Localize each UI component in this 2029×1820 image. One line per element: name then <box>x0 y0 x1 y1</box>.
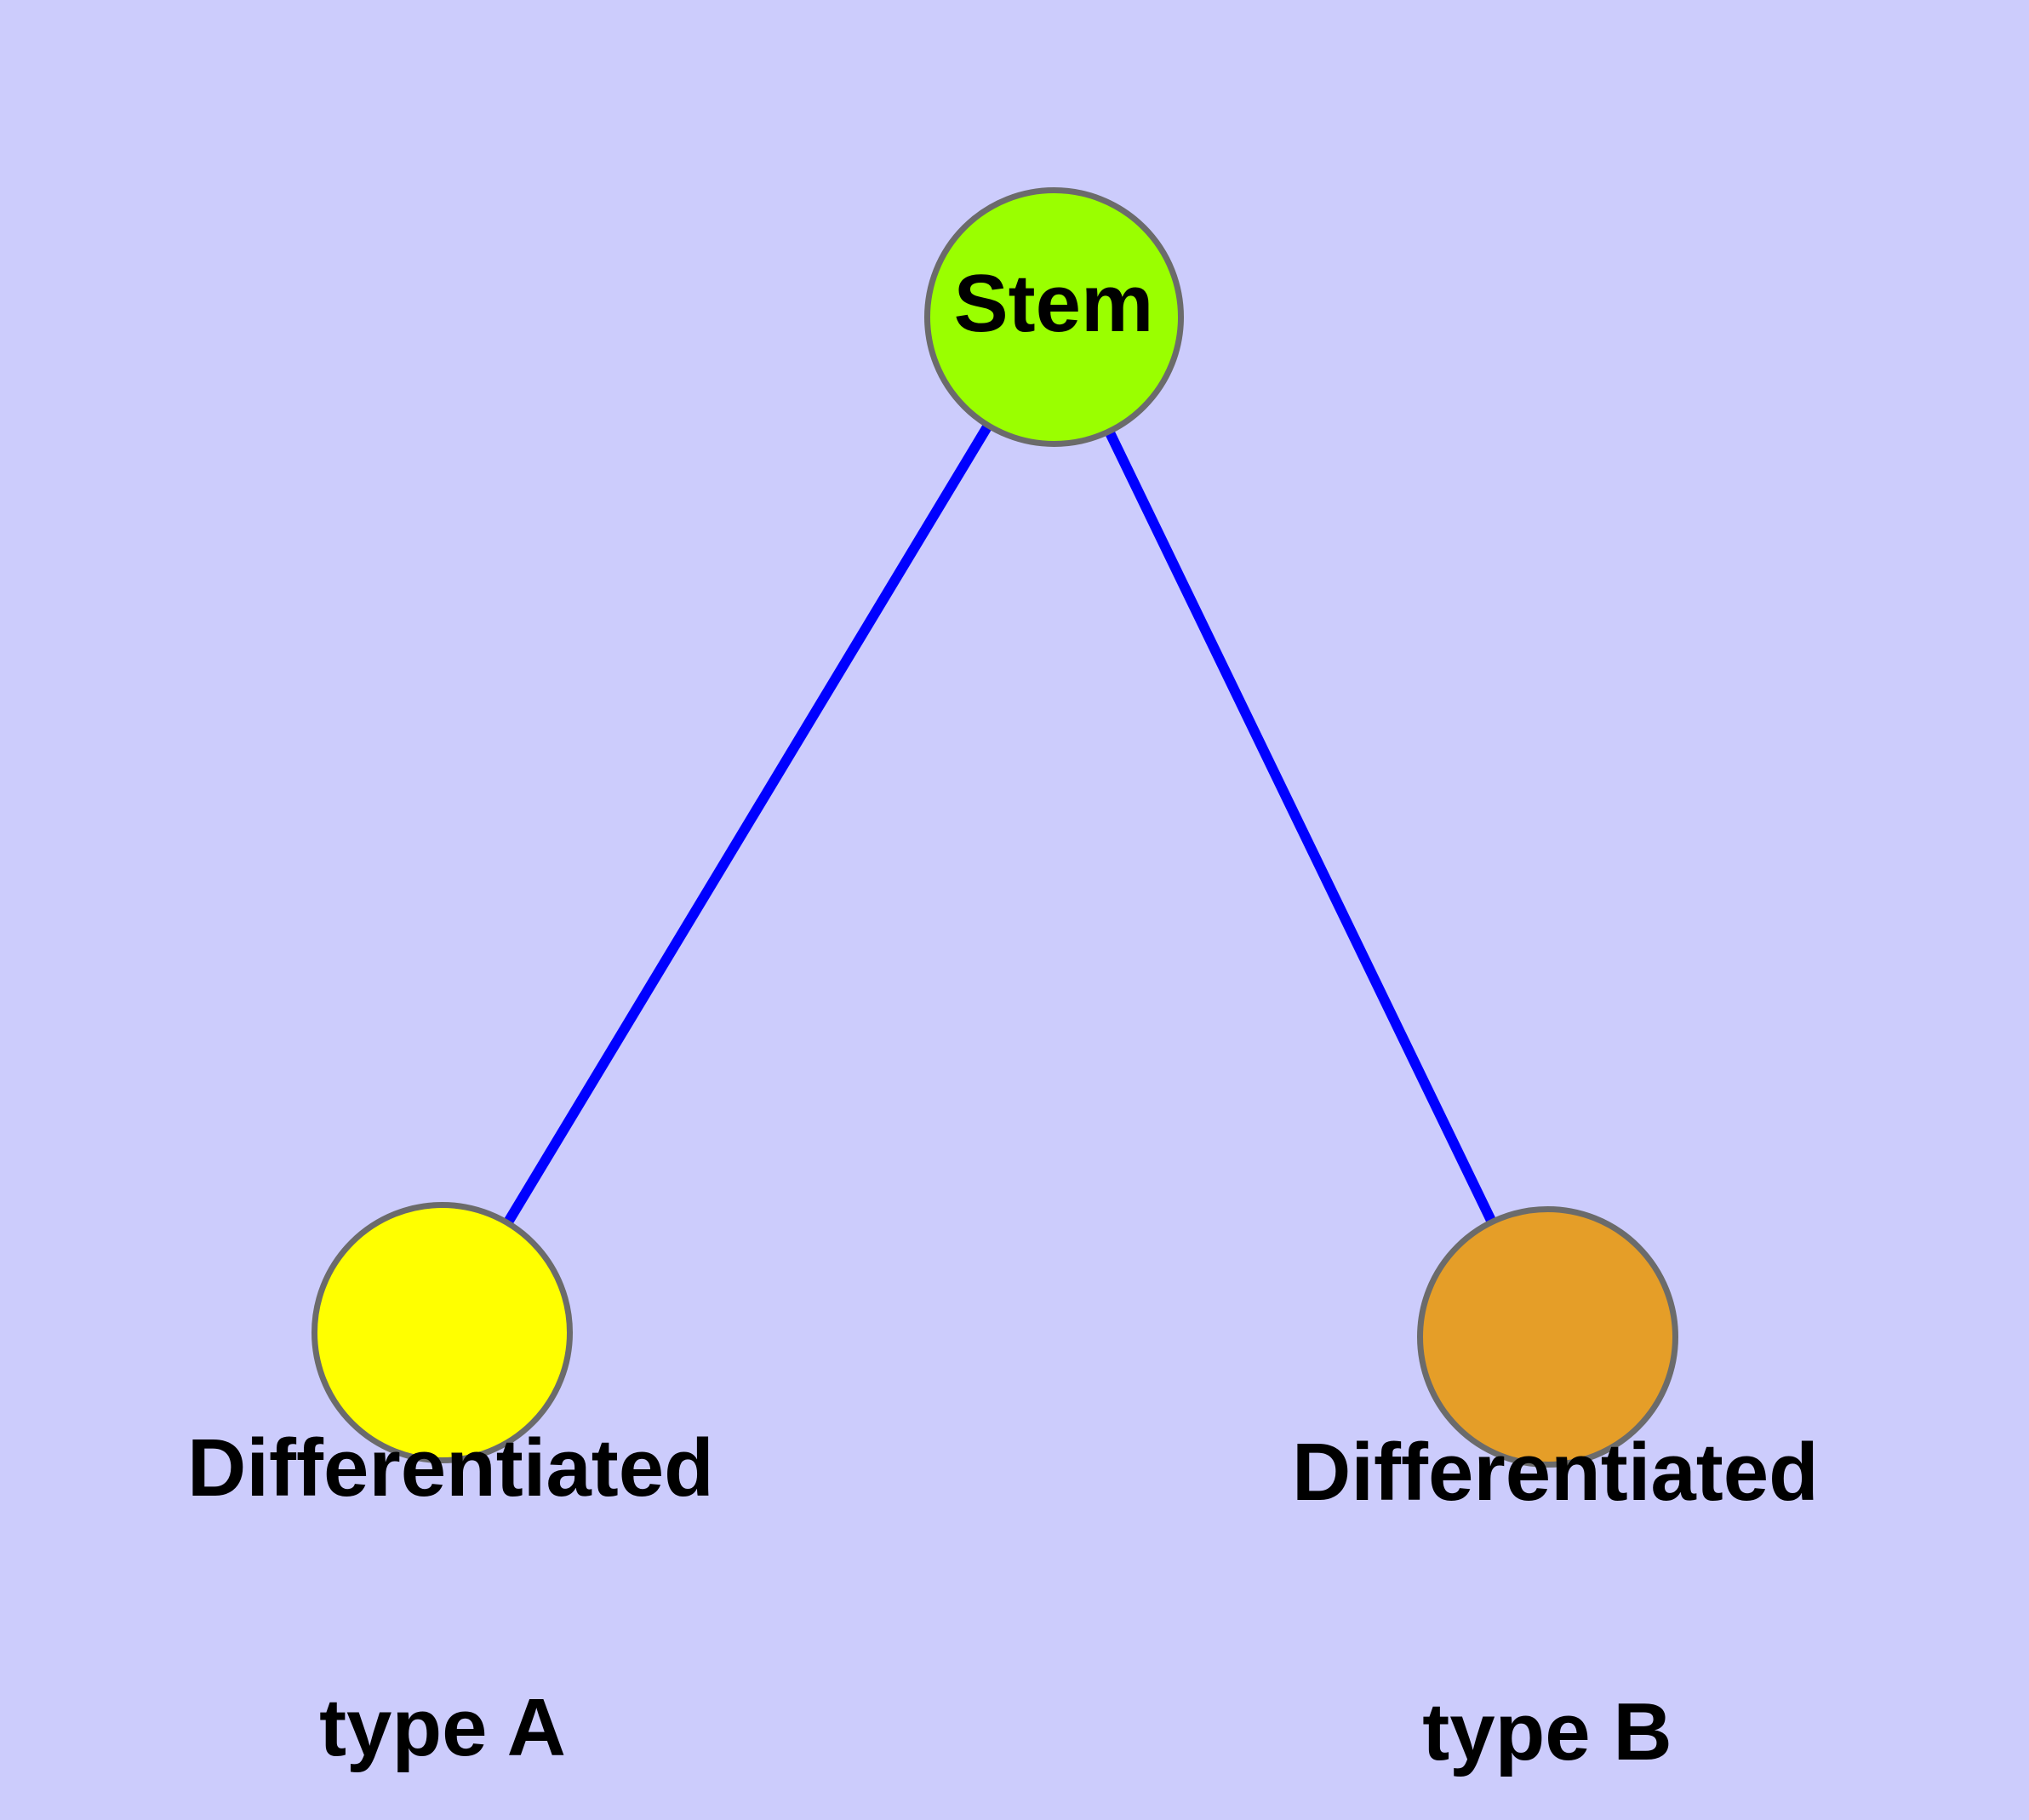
node-stem[interactable] <box>924 187 1184 447</box>
edge-stem-to-differentiated-type-b <box>1049 314 1552 1339</box>
node-differentiated-type-b[interactable] <box>1417 1206 1678 1468</box>
edge-stem-to-differentiated-type-a <box>437 313 1059 1336</box>
node-differentiated-type-a[interactable] <box>311 1202 573 1463</box>
